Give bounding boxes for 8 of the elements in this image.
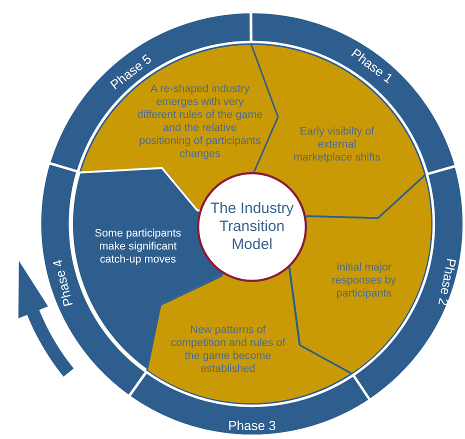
phase-label: Phase 4 [48, 257, 77, 310]
phase-description: Initial major responses by participants [330, 262, 398, 300]
phase-description: Early visibilty of external marketplace shifts [292, 126, 382, 164]
model-title: The Industry Transition Model [209, 200, 295, 254]
phase-description: Some participants make significant catch-up moves [94, 228, 182, 266]
phase-label: Phase 3 [227, 418, 277, 434]
phase-description: A re-shaped industry emerges with very different rules of the game and the relative positioning of participants changes [137, 83, 264, 161]
phase-description: New patterns of competition and rules of the game become established [170, 324, 286, 376]
